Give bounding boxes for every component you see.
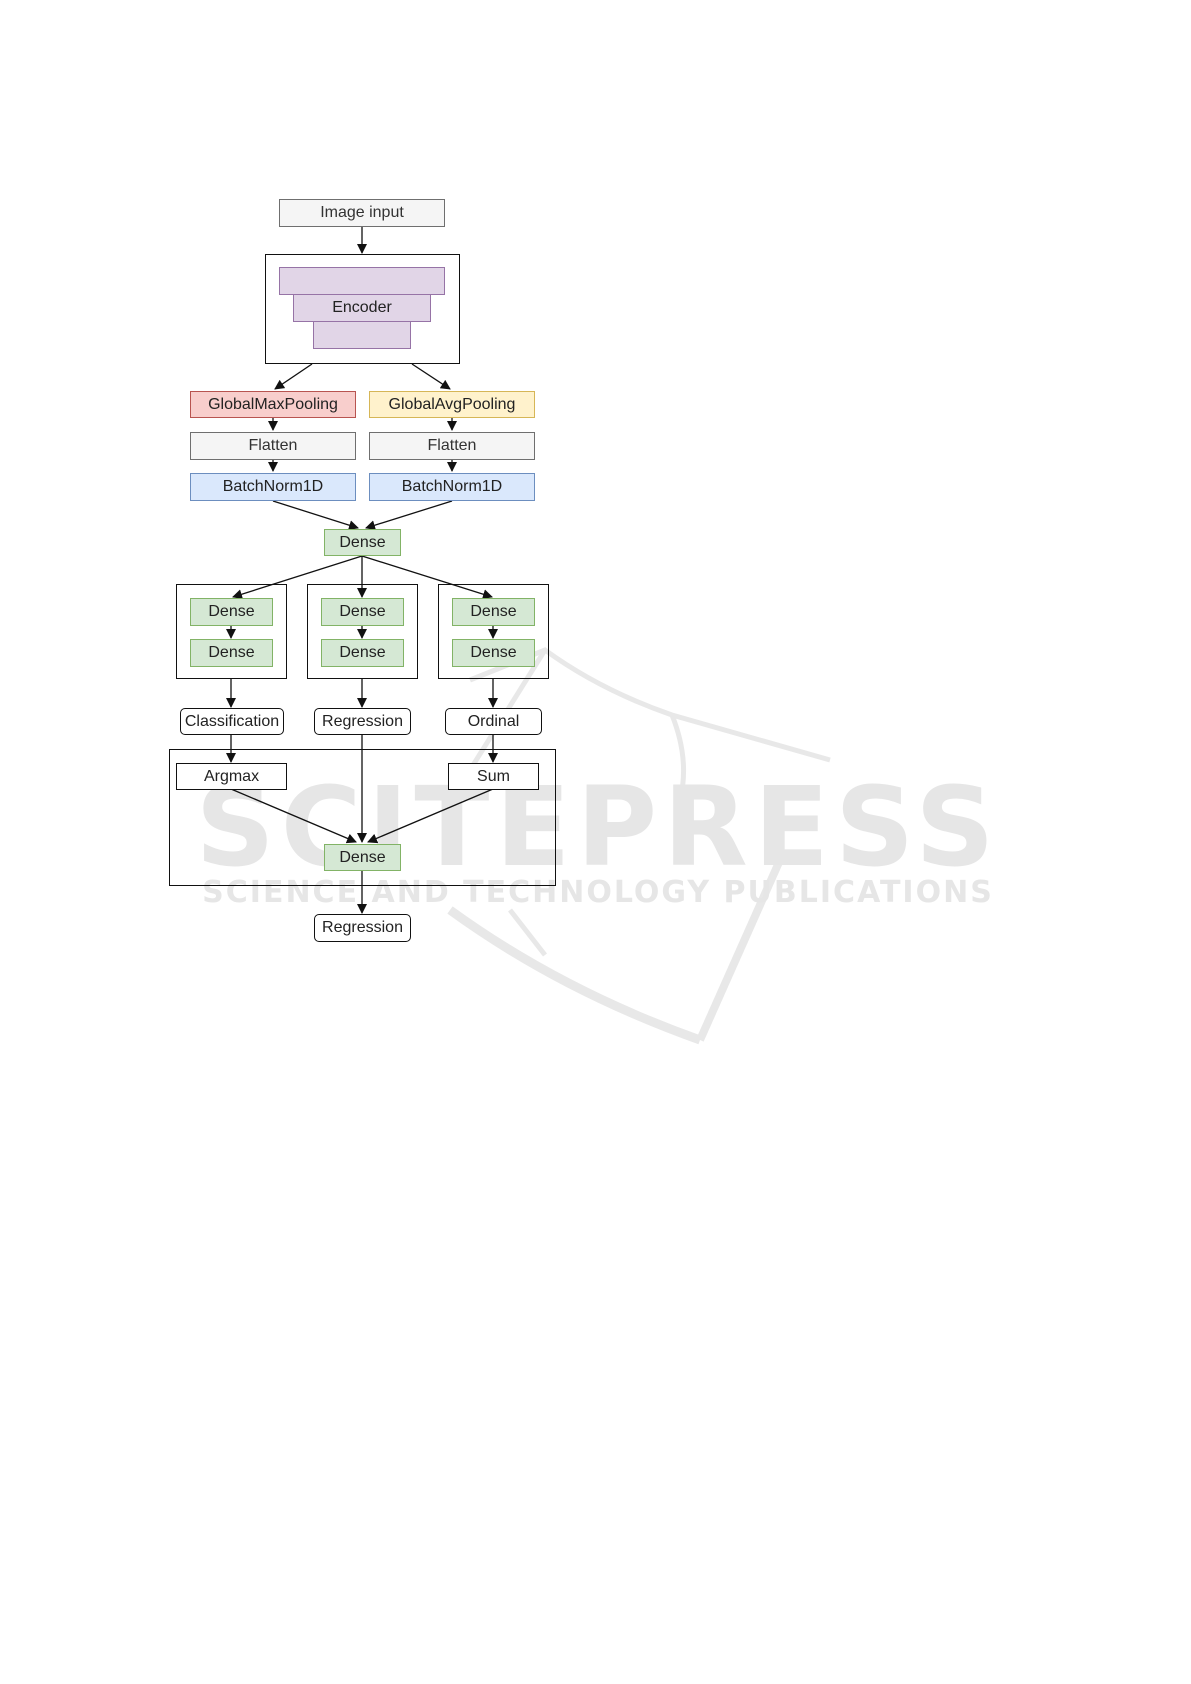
encoder-layer-1: [279, 267, 445, 295]
ordinal-dense-1: Dense: [452, 598, 535, 626]
image-input-node: Image input: [279, 199, 445, 227]
classification-dense-1: Dense: [190, 598, 273, 626]
batchnorm-left-node: BatchNorm1D: [190, 473, 356, 501]
argmax-node: Argmax: [176, 763, 287, 790]
ordinal-output-node: Ordinal: [445, 708, 542, 735]
classification-output-node: Classification: [180, 708, 284, 735]
global-avg-pooling-node: GlobalAvgPooling: [369, 391, 535, 418]
regression-dense-2: Dense: [321, 639, 404, 667]
encoder-layer-3: [313, 321, 411, 349]
merge-dense-node: Dense: [324, 529, 401, 556]
ordinal-dense-2: Dense: [452, 639, 535, 667]
batchnorm-right-node: BatchNorm1D: [369, 473, 535, 501]
flatten-right-node: Flatten: [369, 432, 535, 460]
regression-output-node: Regression: [314, 708, 411, 735]
classification-dense-2: Dense: [190, 639, 273, 667]
final-regression-output-node: Regression: [314, 914, 411, 942]
global-max-pooling-node: GlobalMaxPooling: [190, 391, 356, 418]
ensemble-dense-node: Dense: [324, 844, 401, 871]
sum-node: Sum: [448, 763, 539, 790]
encoder-layer-2: Encoder: [293, 294, 431, 322]
flatten-left-node: Flatten: [190, 432, 356, 460]
regression-dense-1: Dense: [321, 598, 404, 626]
